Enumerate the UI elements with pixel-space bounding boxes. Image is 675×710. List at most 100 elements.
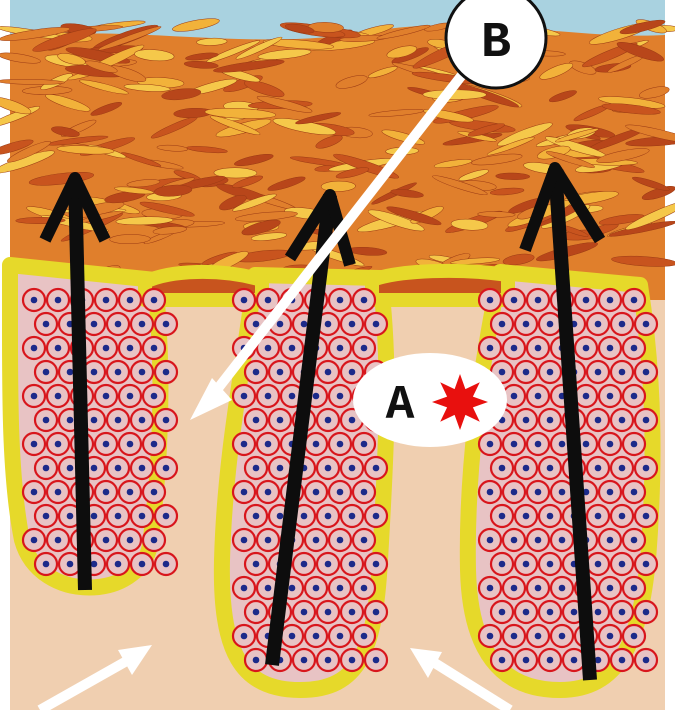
cell (365, 505, 387, 527)
cell (587, 409, 609, 431)
cell (257, 385, 279, 407)
cell (131, 457, 153, 479)
cell (527, 529, 549, 551)
cell (305, 481, 327, 503)
cell (233, 625, 255, 647)
cell (233, 529, 255, 551)
cell (233, 481, 255, 503)
cell (329, 385, 351, 407)
cell (143, 337, 165, 359)
cell (95, 385, 117, 407)
cell (95, 289, 117, 311)
cell (527, 385, 549, 407)
cell (23, 385, 45, 407)
cell (245, 409, 267, 431)
cell (503, 337, 525, 359)
cell (623, 481, 645, 503)
cell (491, 505, 513, 527)
cell (635, 361, 657, 383)
cell (155, 553, 177, 575)
cell (527, 481, 549, 503)
cell (599, 385, 621, 407)
cell (47, 289, 69, 311)
cell (95, 529, 117, 551)
cell (119, 529, 141, 551)
cell (599, 625, 621, 647)
cell (515, 553, 537, 575)
cell (491, 313, 513, 335)
cell (623, 289, 645, 311)
cell (515, 361, 537, 383)
cell (365, 313, 387, 335)
cell (155, 313, 177, 335)
cell (47, 481, 69, 503)
cell (245, 457, 267, 479)
cell (551, 577, 573, 599)
cell (47, 337, 69, 359)
cell (35, 313, 57, 335)
cell (23, 529, 45, 551)
cell (269, 361, 291, 383)
cell (329, 289, 351, 311)
cell (623, 577, 645, 599)
cell (515, 505, 537, 527)
label-b-text: B (481, 15, 511, 72)
cell (479, 625, 501, 647)
cell (365, 601, 387, 623)
cell (293, 553, 315, 575)
cell (281, 625, 303, 647)
cell (587, 553, 609, 575)
cell (491, 649, 513, 671)
cell (131, 409, 153, 431)
cell (587, 457, 609, 479)
cell (107, 553, 129, 575)
cell (635, 457, 657, 479)
cell (491, 553, 513, 575)
cell (155, 457, 177, 479)
cell (599, 481, 621, 503)
label-a-bubble (353, 353, 507, 447)
cell (635, 553, 657, 575)
cell (611, 361, 633, 383)
cell (503, 481, 525, 503)
cell (233, 385, 255, 407)
cell (131, 361, 153, 383)
cell (515, 409, 537, 431)
cell (479, 337, 501, 359)
cell (245, 361, 267, 383)
cell (83, 313, 105, 335)
cell (479, 529, 501, 551)
cell (35, 409, 57, 431)
cell (317, 553, 339, 575)
cell (635, 601, 657, 623)
cell (35, 457, 57, 479)
cell (515, 313, 537, 335)
cell (341, 553, 363, 575)
cell (539, 553, 561, 575)
cell (599, 433, 621, 455)
cell (233, 433, 255, 455)
cell (479, 433, 501, 455)
cell (365, 649, 387, 671)
cell (107, 505, 129, 527)
cell (305, 529, 327, 551)
cell (353, 625, 375, 647)
label-b-callout: B (446, 0, 546, 88)
cell (341, 313, 363, 335)
cell (599, 289, 621, 311)
cell (353, 481, 375, 503)
cell (305, 433, 327, 455)
cell (353, 337, 375, 359)
cell (329, 337, 351, 359)
cell (599, 337, 621, 359)
cell (587, 313, 609, 335)
cell (131, 313, 153, 335)
cell (269, 457, 291, 479)
cell (503, 433, 525, 455)
cell (143, 481, 165, 503)
cell (257, 433, 279, 455)
cell (233, 577, 255, 599)
cell (119, 289, 141, 311)
